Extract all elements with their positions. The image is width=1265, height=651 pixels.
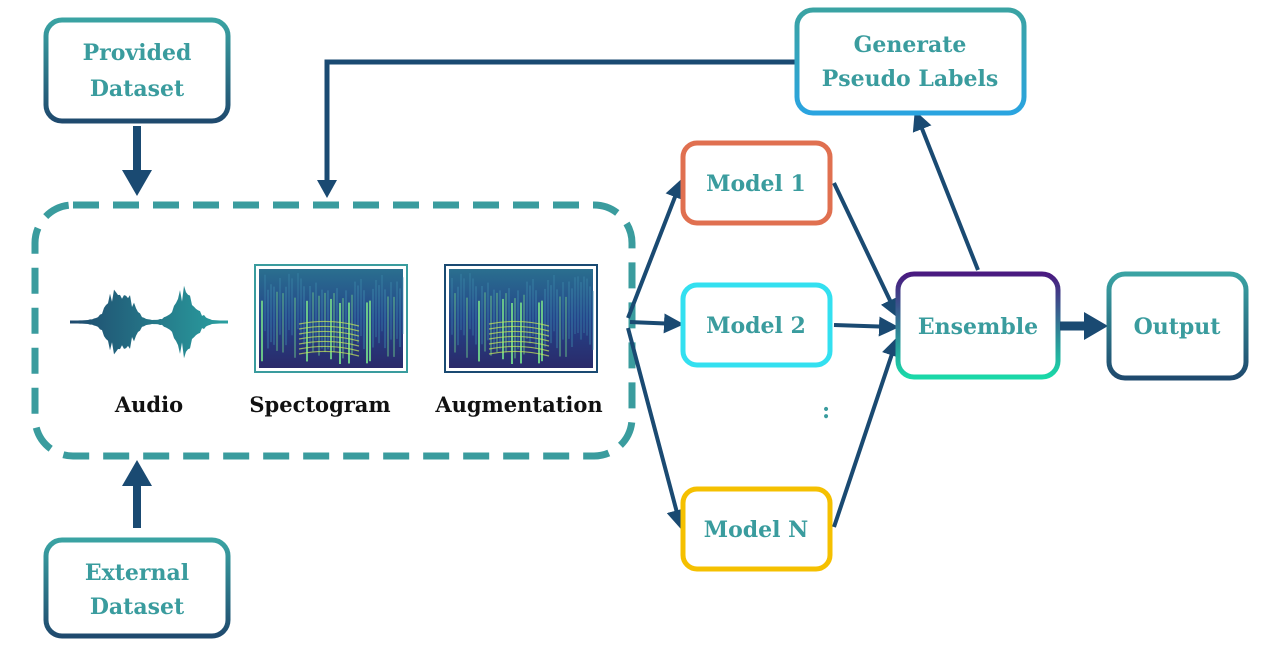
models-ellipsis: : bbox=[822, 398, 830, 424]
provided-dataset-node: Provided Dataset bbox=[43, 17, 231, 124]
spectrogram-image bbox=[254, 264, 408, 373]
model-2-label: Model 2 bbox=[706, 313, 806, 339]
output-label: Output bbox=[1134, 314, 1222, 340]
external-dataset-label-line1: External bbox=[85, 560, 189, 586]
spectogram-caption: Spectogram bbox=[249, 392, 390, 417]
preprocessing-to-model2-arrow bbox=[629, 313, 684, 334]
generate-pseudo-labels-node: Generate Pseudo Labels bbox=[794, 7, 1027, 116]
output-node: Output bbox=[1106, 271, 1249, 381]
modeln-to-ensemble-arrow bbox=[832, 336, 902, 528]
model-n-label: Model N bbox=[704, 517, 809, 543]
preprocessing-to-modeln-arrow bbox=[626, 327, 687, 530]
model-n-node: Model N bbox=[680, 486, 833, 572]
model2-to-ensemble-arrow bbox=[833, 316, 899, 337]
external-dataset-node: External Dataset bbox=[43, 537, 231, 639]
augmentation-image bbox=[444, 264, 598, 373]
preprocessing-to-model1-arrow bbox=[626, 178, 685, 319]
model-2-node: Model 2 bbox=[680, 282, 833, 368]
model-1-label: Model 1 bbox=[706, 171, 806, 197]
provided-dataset-label-line1: Provided bbox=[83, 40, 192, 66]
model1-to-ensemble-arrow bbox=[832, 182, 899, 319]
ensemble-to-output-arrow bbox=[1060, 312, 1108, 340]
pseudo-labels-feedback-arrow bbox=[317, 59, 797, 198]
pseudo-labels-label-line2: Pseudo Labels bbox=[822, 66, 998, 92]
external-to-preprocessing-arrow bbox=[122, 460, 152, 528]
pseudo-labels-label-line1: Generate bbox=[854, 32, 967, 58]
preprocessing-container bbox=[31, 201, 636, 460]
model-1-node: Model 1 bbox=[680, 140, 833, 226]
ensemble-label: Ensemble bbox=[918, 314, 1038, 340]
provided-to-preprocessing-arrow bbox=[122, 126, 152, 196]
ensemble-to-pseudo-labels-arrow bbox=[912, 110, 980, 271]
audio-caption: Audio bbox=[114, 392, 183, 417]
augmentation-caption: Augmentation bbox=[434, 392, 602, 417]
provided-dataset-label-line2: Dataset bbox=[90, 76, 185, 102]
waveform-icon bbox=[70, 285, 228, 359]
external-dataset-label-line2: Dataset bbox=[90, 594, 185, 620]
ensemble-node: Ensemble bbox=[895, 271, 1061, 380]
